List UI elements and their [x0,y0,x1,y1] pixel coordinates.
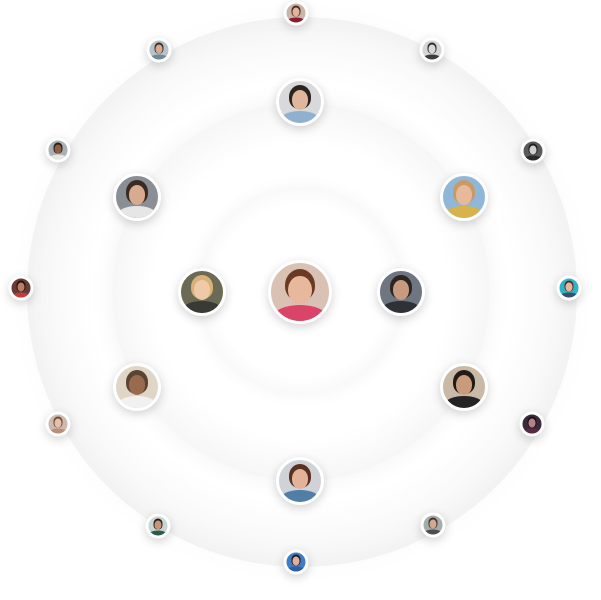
avatar-face [291,90,309,111]
avatar-shoulders [560,292,578,298]
avatar-outer-bottom-right[interactable] [420,512,446,538]
avatar-middle-top-right[interactable] [440,173,488,221]
avatar-face [54,144,62,154]
avatar-face [155,44,163,54]
avatar-shoulders [49,154,67,160]
avatar-center[interactable] [268,260,332,324]
avatar-shoulders [445,206,483,218]
avatar-middle-bottom-right[interactable] [440,363,488,411]
avatar-outer-lower-right[interactable] [519,411,545,437]
avatar-inner-right[interactable] [377,268,425,316]
avatar-inner-left[interactable] [178,268,226,316]
avatar-outer-top[interactable] [283,0,309,26]
avatar-middle-top[interactable] [276,78,324,126]
avatar-face [291,469,309,490]
avatar-shoulders [424,529,442,535]
avatar-shoulders [183,301,221,313]
avatar-shoulders [150,54,168,60]
avatar-shoulders [382,301,420,313]
avatar-shoulders [445,396,483,408]
avatar-outer-left[interactable] [8,275,34,301]
avatar-outer-upper-left[interactable] [45,137,71,163]
avatar-face [455,185,473,206]
avatar-face [128,375,146,396]
avatar-shoulders [149,530,167,536]
avatar-shoulders [49,428,67,434]
avatar-shoulders [423,54,441,60]
avatar-face [154,520,162,530]
avatar-outer-top-right[interactable] [419,37,445,63]
avatar-face [428,44,436,54]
avatar-middle-top-left[interactable] [113,173,161,221]
avatar-shoulders [287,566,305,572]
avatar-face [54,418,62,428]
avatar-face [128,185,146,206]
avatar-outer-lower-left[interactable] [45,411,71,437]
avatar-outer-right[interactable] [556,275,582,301]
avatar-face [528,418,536,428]
avatar-shoulders [118,206,156,218]
avatar-shoulders [281,111,319,123]
avatar-shoulders [523,428,541,434]
avatar-face [193,280,211,301]
avatar-middle-bottom-left[interactable] [113,363,161,411]
avatar-outer-bottom-left[interactable] [145,513,171,539]
avatar-face [429,519,437,529]
avatar-face [288,275,312,304]
avatar-face [17,282,25,292]
avatar-shoulders [118,396,156,408]
avatar-shoulders [12,292,30,298]
avatar-face [529,145,537,155]
avatar-outer-bottom[interactable] [283,549,309,575]
avatar-face [455,375,473,396]
avatar-face [292,7,300,17]
avatar-middle-bottom[interactable] [276,457,324,505]
avatar-face [565,282,573,292]
avatar-outer-upper-right[interactable] [520,138,546,164]
avatar-shoulders [524,155,542,161]
avatar-shoulders [281,490,319,502]
avatar-face [292,556,300,566]
avatar-shoulders [273,304,327,321]
avatar-face [392,280,410,301]
avatar-outer-top-left[interactable] [146,37,172,63]
avatar-shoulders [287,17,305,23]
